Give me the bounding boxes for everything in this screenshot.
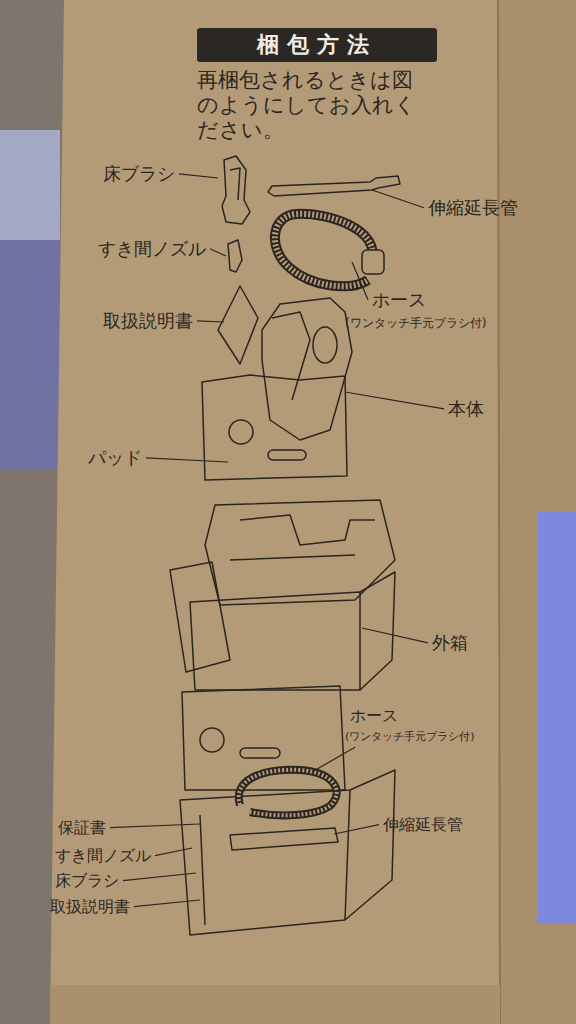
leader-line [312, 747, 355, 772]
pad-tray [205, 500, 395, 605]
leader-line [134, 900, 200, 907]
part-label: 本体 [448, 398, 484, 420]
part-label: ホース [350, 706, 398, 725]
pad-panel [202, 375, 347, 480]
parts-drawing [170, 156, 400, 935]
packed-hose-ribs [239, 770, 337, 816]
floor-brush-detail [230, 168, 240, 200]
outer-box [190, 592, 360, 690]
part-label: 取扱説明書 [50, 897, 130, 916]
background-patch [0, 130, 60, 240]
part-label: すき間ノズル [98, 238, 206, 260]
part-label: パッド [88, 447, 142, 469]
main-body [262, 298, 352, 440]
manual [218, 286, 258, 364]
outer-box-flap [170, 562, 230, 672]
part-label: 床ブラシ [103, 163, 175, 185]
crevice-nozzle [228, 240, 242, 272]
packed-pad-slot [240, 748, 280, 758]
pad-slot [268, 450, 306, 460]
background-patch [0, 240, 60, 470]
sticker [538, 512, 576, 924]
leader-line [146, 458, 228, 462]
leader-lines [110, 174, 444, 907]
part-label: すき間ノズル [55, 846, 151, 865]
cardboard-edge [50, 985, 500, 1024]
leader-line [352, 262, 368, 300]
leader-line [334, 825, 379, 834]
packed-pad-hole [200, 728, 224, 752]
cardboard-panel [50, 0, 500, 1024]
main-body-detail [313, 327, 337, 363]
part-label: 伸縮延長管 [383, 815, 463, 834]
pad-hole [229, 420, 253, 444]
title-band: 梱包方法 [197, 28, 437, 62]
leader-line [155, 848, 192, 856]
leader-line [362, 628, 428, 643]
packed-tube [230, 828, 338, 850]
fold-line [498, 0, 500, 1024]
part-label: (ワンタッチ手元ブラシ付) [345, 730, 475, 743]
part-label: ホース [372, 289, 426, 311]
leader-line [123, 873, 196, 881]
main-body-detail [272, 312, 310, 400]
part-label: 外箱 [432, 632, 468, 654]
part-label: (ワンタッチ手元ブラシ付) [345, 316, 486, 330]
packed-hose [239, 770, 337, 816]
part-label: 保証書 [58, 818, 106, 837]
leader-line [210, 249, 226, 256]
part-label: 取扱説明書 [103, 310, 193, 332]
leader-line [345, 392, 444, 409]
part-label: 床ブラシ [55, 871, 119, 890]
packed-box [180, 770, 395, 935]
part-label: 伸縮延長管 [428, 197, 518, 219]
floor-brush [222, 156, 250, 224]
leader-line [110, 824, 200, 828]
pad-tray-detail [230, 515, 375, 560]
cardboard-flap [498, 0, 576, 1024]
instruction-text: 再梱包されるときは図のようにしてお入れください。 [197, 68, 434, 144]
leader-line [372, 190, 424, 208]
leader-line [197, 321, 224, 322]
leader-line [179, 174, 218, 178]
hose-grip [362, 250, 384, 274]
